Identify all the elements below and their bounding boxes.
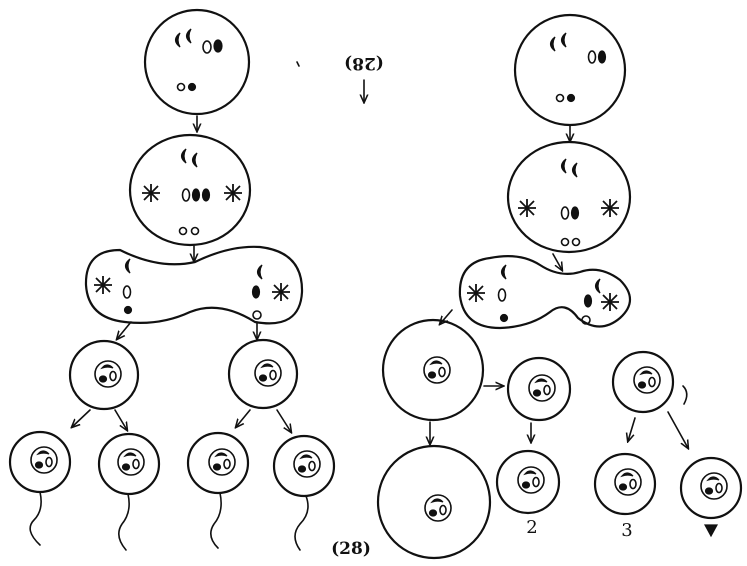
right-cell-isolated: [611, 350, 688, 414]
left-secondary-cell-b: [227, 338, 299, 410]
right-secondary-cell-small: [506, 356, 572, 422]
tail-stub: [703, 524, 719, 538]
left-spermatid-2: [97, 432, 161, 551]
right-tertiary-cell-large: [376, 444, 492, 560]
right-lineage: 2 3: [376, 13, 743, 560]
left-telophase-cell: [84, 245, 304, 325]
figure-label-top-text: (28): [344, 53, 384, 73]
left-lineage: [8, 8, 336, 551]
left-spermatid-4: [272, 434, 336, 551]
figure-label-top: (28): [344, 53, 384, 73]
right-tertiary-cell-2: 2: [495, 449, 561, 538]
cell-number-3: 3: [621, 520, 632, 541]
stray-mark: [296, 61, 300, 67]
left-secondary-cell-a: [68, 339, 140, 411]
left-spermatid-1: [8, 430, 72, 546]
right-primary-cell: [513, 13, 627, 127]
figure-label-bottom: (28): [331, 539, 371, 559]
right-dividing-cell: [506, 140, 632, 254]
right-tertiary-cell-3: 3: [593, 452, 657, 541]
right-tertiary-cell-4: [679, 456, 743, 538]
left-primary-cell: [143, 8, 251, 116]
left-spermatid-3: [186, 431, 250, 549]
cell-number-2: 2: [526, 517, 537, 538]
right-secondary-cell-large: [381, 318, 485, 422]
right-telophase-cell: [458, 255, 632, 330]
left-dividing-cell: [128, 133, 252, 247]
